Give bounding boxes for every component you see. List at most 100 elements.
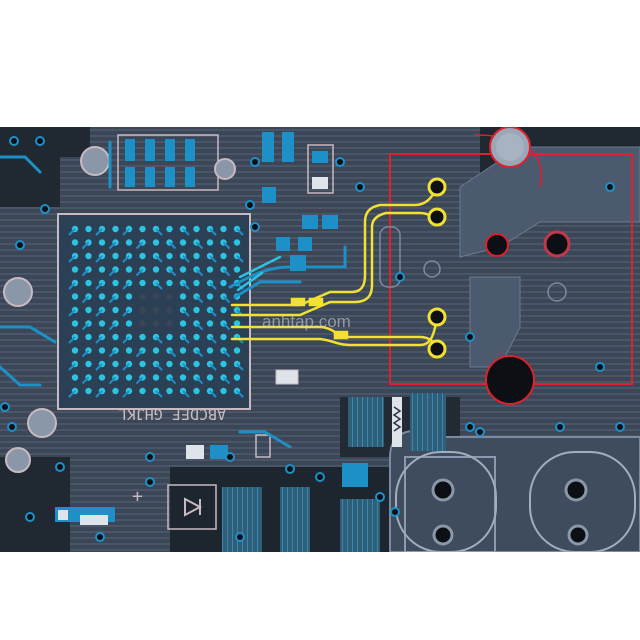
bga-ball bbox=[152, 347, 160, 354]
bga-ball bbox=[220, 252, 227, 260]
bga-ball bbox=[193, 225, 200, 233]
fanout-stub bbox=[195, 295, 204, 304]
fanout-stub bbox=[155, 336, 163, 344]
bga-ball bbox=[71, 266, 79, 273]
fanout-stub bbox=[95, 282, 103, 290]
fanout-stub bbox=[95, 390, 103, 398]
bga-ball bbox=[112, 252, 119, 260]
fanout-stub bbox=[222, 322, 231, 331]
bga-ball bbox=[193, 333, 200, 341]
bga-ball bbox=[139, 333, 146, 341]
bga-ball bbox=[85, 225, 92, 233]
fanout-stub bbox=[95, 228, 103, 236]
fanout-stub bbox=[108, 322, 117, 331]
fanout-stub bbox=[182, 363, 190, 371]
fanout-stub bbox=[182, 336, 190, 344]
bga-ball bbox=[139, 360, 146, 368]
fanout-stub bbox=[209, 309, 217, 317]
fanout-stub bbox=[168, 349, 177, 358]
bga-ball bbox=[85, 333, 92, 341]
via bbox=[285, 464, 295, 474]
cyan-signal-traces bbox=[236, 255, 282, 292]
fanout-stub bbox=[81, 376, 90, 385]
bga-ball bbox=[112, 333, 119, 341]
via bbox=[15, 240, 25, 250]
bga-ball bbox=[193, 279, 200, 287]
fanout-stub bbox=[195, 349, 204, 358]
fanout-stub bbox=[168, 268, 177, 277]
fanout-stub bbox=[195, 241, 204, 250]
fanout-stub bbox=[95, 336, 103, 344]
bga-ball bbox=[71, 293, 79, 300]
bga-ball bbox=[139, 306, 146, 314]
bga-ball bbox=[233, 320, 241, 327]
fanout-stub bbox=[108, 376, 117, 385]
bga-fanout-traces bbox=[68, 228, 244, 398]
bga-ball bbox=[125, 239, 133, 246]
bga-ball bbox=[112, 360, 119, 368]
power-pours: + bbox=[55, 484, 380, 552]
keepout-outline bbox=[379, 127, 633, 405]
bga-ball bbox=[85, 306, 92, 314]
via bbox=[145, 452, 155, 462]
pcb-layout-view: ABCDEF GHJKL bbox=[0, 127, 640, 552]
bga-ball bbox=[220, 387, 227, 395]
vias bbox=[0, 136, 625, 542]
via bbox=[55, 462, 65, 472]
fanout-stub bbox=[182, 228, 190, 236]
via bbox=[25, 512, 35, 522]
via bbox=[250, 222, 260, 232]
bga-ball bbox=[220, 279, 227, 287]
bga-ball bbox=[152, 293, 160, 300]
fanout-stub bbox=[209, 390, 217, 398]
via bbox=[35, 136, 45, 146]
fanout-stub bbox=[182, 255, 190, 263]
bga-ball bbox=[139, 293, 146, 300]
fanout-stub bbox=[222, 295, 231, 304]
bga-ball bbox=[98, 374, 106, 381]
bga-ball bbox=[112, 225, 119, 233]
via bbox=[250, 157, 260, 167]
bga-ball bbox=[206, 239, 214, 246]
bga-ball bbox=[152, 320, 160, 327]
bga-ball bbox=[139, 225, 146, 233]
bga-ball bbox=[166, 279, 173, 287]
fanout-stub bbox=[155, 390, 163, 398]
fanout-stub bbox=[68, 309, 76, 317]
via bbox=[465, 332, 475, 342]
fanout-stub bbox=[68, 255, 76, 263]
fanout-stub bbox=[95, 309, 103, 317]
fanout-stub bbox=[81, 295, 90, 304]
fanout-stub bbox=[108, 295, 117, 304]
bga-ball bbox=[220, 225, 227, 233]
inductor-pads bbox=[342, 393, 446, 487]
fanout-stub bbox=[168, 241, 177, 250]
bga-ball bbox=[125, 374, 133, 381]
fanout-stub bbox=[182, 282, 190, 290]
bga-ball bbox=[179, 239, 187, 246]
smd-components bbox=[186, 132, 338, 459]
via bbox=[355, 182, 365, 192]
via bbox=[605, 182, 615, 192]
bga-ball bbox=[179, 320, 187, 327]
fanout-stub bbox=[195, 268, 204, 277]
bga-ball bbox=[166, 306, 173, 314]
bga-ball bbox=[233, 374, 241, 381]
bga-ball bbox=[179, 347, 187, 354]
bga-ball bbox=[85, 387, 92, 395]
bga-ball bbox=[98, 239, 106, 246]
bga-ball bbox=[152, 374, 160, 381]
fanout-stub bbox=[68, 228, 76, 236]
via bbox=[375, 492, 385, 502]
bga-ball bbox=[206, 374, 214, 381]
fanout-stub bbox=[236, 255, 244, 263]
bga-ball bbox=[179, 293, 187, 300]
bga-ball bbox=[112, 387, 119, 395]
bga-ball bbox=[179, 374, 187, 381]
bga-ball bbox=[233, 239, 241, 246]
fanout-stub bbox=[135, 268, 144, 277]
fanout-stub bbox=[68, 390, 76, 398]
fanout-stub bbox=[81, 241, 90, 250]
bga-ball bbox=[206, 266, 214, 273]
fanout-stub bbox=[122, 282, 130, 290]
